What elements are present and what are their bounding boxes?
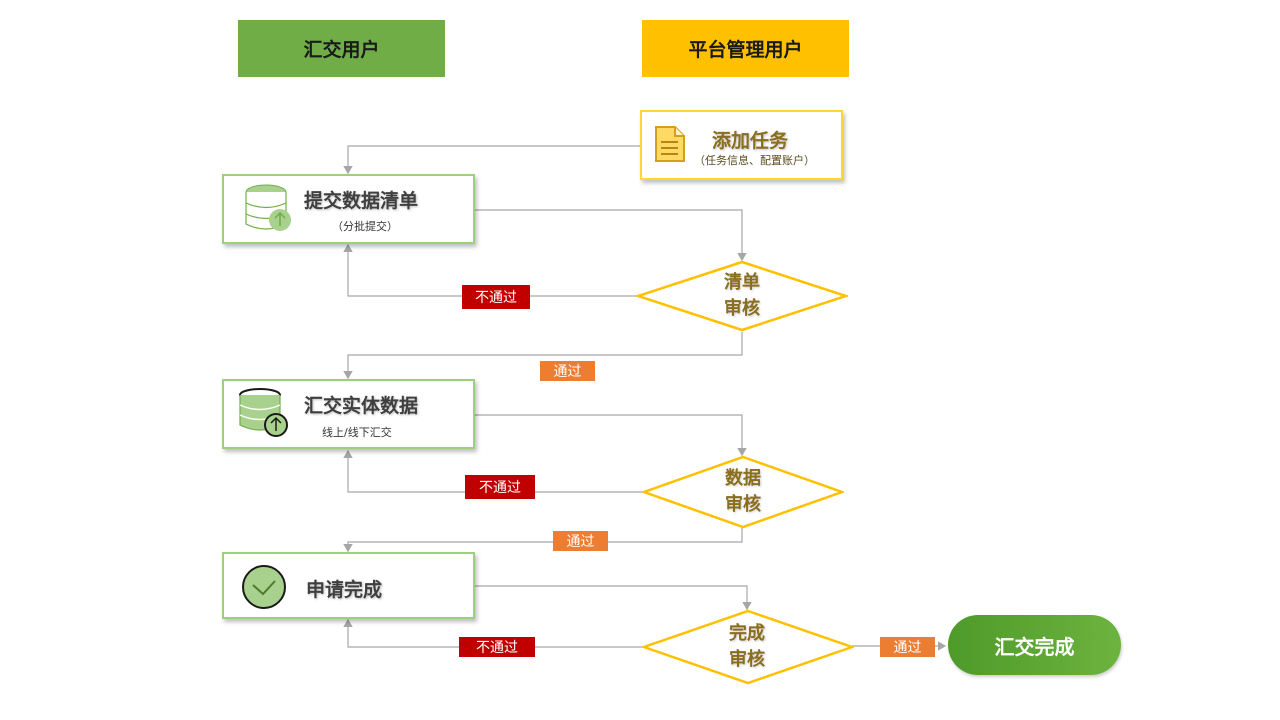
entity-data-subtitle: 线上/线下汇交 bbox=[322, 426, 392, 439]
entity-data-title: 汇交实体数据 bbox=[304, 395, 419, 417]
complete-review-label-1: 完成 bbox=[729, 623, 765, 644]
reject-tag-complete: 不通过 bbox=[459, 637, 535, 657]
submit-list-title: 提交数据清单 bbox=[304, 190, 419, 212]
apply-complete-node: 申请完成 bbox=[222, 552, 475, 619]
reject-tag-list: 不通过 bbox=[462, 285, 530, 309]
reject-tag-data: 不通过 bbox=[465, 475, 535, 499]
complete-review-label-2: 审核 bbox=[729, 649, 765, 670]
list-review-decision bbox=[636, 260, 848, 332]
add-task-node: 添加任务 （任务信息、配置账户） bbox=[640, 110, 843, 180]
add-task-title: 添加任务 bbox=[712, 130, 789, 152]
lane-header-admin: 平台管理用户 bbox=[642, 20, 849, 77]
apply-complete-title: 申请完成 bbox=[306, 579, 383, 601]
list-review-label-2: 审核 bbox=[724, 298, 760, 319]
entity-data-node: 汇交实体数据 线上/线下汇交 bbox=[222, 379, 475, 449]
database-upload-icon bbox=[239, 388, 288, 437]
final-complete-node: 汇交完成 bbox=[948, 615, 1121, 675]
pass-tag-complete: 通过 bbox=[880, 637, 935, 657]
document-icon bbox=[655, 126, 685, 162]
pass-tag-list: 通过 bbox=[540, 361, 595, 381]
submit-list-subtitle: （分批提交） bbox=[332, 220, 398, 233]
pass-tag-data: 通过 bbox=[553, 531, 608, 551]
checkmark-circle-icon bbox=[242, 565, 286, 609]
submit-list-node: 提交数据清单 （分批提交） bbox=[222, 174, 475, 244]
data-review-decision bbox=[642, 455, 844, 529]
add-task-subtitle: （任务信息、配置账户） bbox=[694, 154, 815, 167]
data-review-label-2: 审核 bbox=[725, 494, 761, 515]
complete-review-decision bbox=[642, 609, 854, 685]
data-review-label-1: 数据 bbox=[725, 468, 761, 489]
list-review-label-1: 清单 bbox=[724, 272, 760, 293]
lane-header-submitter: 汇交用户 bbox=[238, 20, 445, 77]
database-upload-icon bbox=[245, 184, 291, 231]
